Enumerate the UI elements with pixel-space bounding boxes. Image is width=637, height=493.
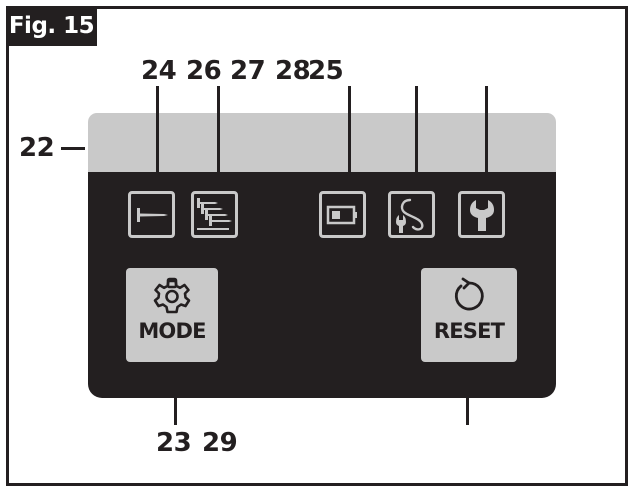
mode-button-label: MODE — [138, 319, 206, 343]
leader-line-mode — [174, 362, 177, 425]
callout-23: 23 — [156, 428, 192, 458]
leader-line-26 — [217, 86, 220, 187]
icon-battery — [319, 191, 366, 238]
wrench-icon — [469, 199, 494, 231]
reset-button[interactable]: RESET — [421, 268, 517, 362]
callout-29: 29 — [202, 428, 238, 458]
leader-line-22 — [61, 147, 85, 150]
callout-27: 27 — [230, 56, 266, 86]
reset-button-label: RESET — [433, 319, 505, 343]
gear-icon — [153, 277, 191, 314]
single-nail-icon — [136, 207, 168, 222]
leader-line-28 — [348, 86, 351, 187]
leader-line-27 — [485, 86, 488, 187]
callout-24: 24 — [141, 56, 177, 86]
callout-25: 25 — [308, 56, 344, 86]
mode-button[interactable]: MODE — [126, 268, 218, 362]
leader-line-25 — [415, 86, 418, 187]
leader-line-24 — [156, 86, 159, 187]
icon-multiple-nails — [191, 191, 238, 238]
reset-icon — [454, 277, 484, 311]
icon-wrench — [458, 191, 505, 238]
icon-single-nail — [128, 191, 175, 238]
wrench-hose-icon — [395, 198, 423, 233]
leader-line-reset — [466, 362, 469, 425]
display-panel-top — [88, 113, 556, 173]
figure-frame — [6, 6, 628, 486]
battery-icon — [326, 205, 357, 224]
callout-28: 28 — [275, 56, 311, 86]
multiple-nails-icon — [196, 197, 232, 230]
callout-26: 26 — [186, 56, 222, 86]
icon-wrench-hose — [388, 191, 435, 238]
figure-label: Fig. 15 — [6, 6, 97, 46]
callout-22: 22 — [19, 133, 55, 163]
